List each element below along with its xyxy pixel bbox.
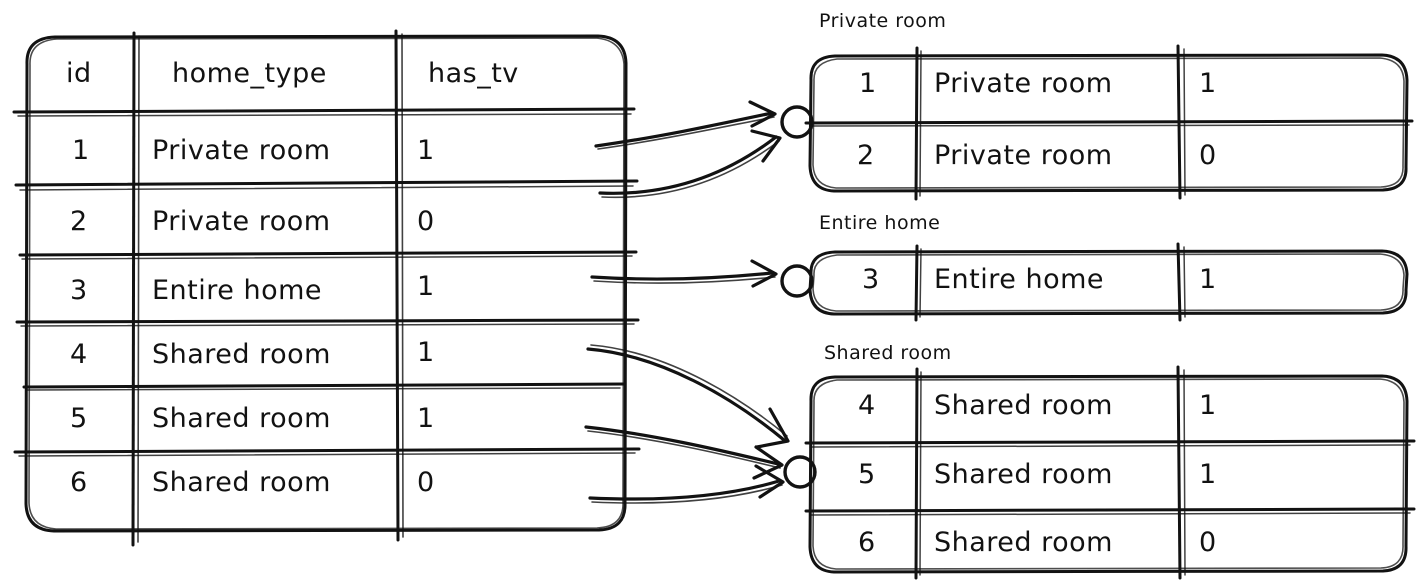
source-header-home-type: home_type <box>172 58 327 89</box>
group-cell-has-tv: 1 <box>1199 459 1217 490</box>
group-table-entire-home-outline <box>808 242 1409 322</box>
arrow-row2-to-private-room <box>598 129 782 199</box>
group-cell-home-type: Shared room <box>934 527 1113 558</box>
source-cell-home-type: Private room <box>152 135 331 166</box>
arrow-row5-to-shared-room <box>584 425 784 480</box>
group-cell-has-tv: 1 <box>1199 264 1217 295</box>
arrow-row4-to-shared-room <box>586 344 790 449</box>
arrow-row6-to-shared-room <box>588 464 785 504</box>
arrow-row3-to-entire-home <box>590 259 778 288</box>
source-cell-id: 6 <box>70 467 88 498</box>
source-cell-id: 3 <box>70 275 88 306</box>
group-table-private-room-outline <box>804 44 1414 201</box>
group-cell-id: 2 <box>857 140 875 171</box>
group-label-private-room: Private room <box>819 10 947 32</box>
group-cell-has-tv: 0 <box>1199 140 1217 171</box>
source-cell-home-type: Shared room <box>152 467 331 498</box>
group-cell-home-type: Shared room <box>934 390 1113 421</box>
arrow-row1-to-private-room <box>594 100 777 150</box>
source-cell-home-type: Shared room <box>152 339 331 370</box>
group-table-shared-room-outline <box>804 365 1416 580</box>
group-cell-has-tv: 1 <box>1199 390 1217 421</box>
connector-circle-shared-room <box>783 455 817 489</box>
source-cell-has-tv: 1 <box>417 271 435 302</box>
group-cell-home-type: Entire home <box>934 264 1105 295</box>
connector-arrows <box>584 100 790 504</box>
source-cell-id: 4 <box>70 339 88 370</box>
source-table-column-rules <box>131 29 404 547</box>
group-cell-home-type: Private room <box>934 140 1113 171</box>
group-cell-id: 4 <box>858 390 876 421</box>
source-cell-has-tv: 1 <box>417 135 435 166</box>
group-cell-id: 5 <box>858 459 876 490</box>
group-cell-home-type: Shared room <box>934 459 1113 490</box>
source-cell-home-type: Private room <box>152 206 331 237</box>
source-cell-has-tv: 1 <box>417 337 435 368</box>
group-cell-id: 3 <box>862 264 880 295</box>
connector-circle-private-room <box>780 105 814 139</box>
group-cell-id: 1 <box>859 68 877 99</box>
source-cell-has-tv: 1 <box>417 403 435 434</box>
source-table-outline <box>24 34 628 533</box>
group-label-entire-home: Entire home <box>819 212 941 234</box>
connector-circle-entire-home <box>780 264 814 298</box>
source-cell-home-type: Entire home <box>152 275 323 306</box>
source-header-id: id <box>66 58 92 89</box>
connector-endpoint-circles <box>780 105 817 489</box>
group-cell-has-tv: 0 <box>1199 527 1217 558</box>
source-cell-id: 2 <box>70 206 88 237</box>
source-cell-id: 1 <box>72 135 90 166</box>
source-table-row-rules <box>12 107 641 457</box>
source-header-has-tv: has_tv <box>428 58 519 89</box>
group-cell-id: 6 <box>858 527 876 558</box>
group-cell-home-type: Private room <box>934 68 1113 99</box>
source-cell-has-tv: 0 <box>417 206 435 237</box>
group-cell-has-tv: 1 <box>1199 68 1217 99</box>
source-cell-home-type: Shared room <box>152 403 331 434</box>
source-cell-id: 5 <box>70 403 88 434</box>
source-cell-has-tv: 0 <box>417 467 435 498</box>
group-label-shared-room: Shared room <box>824 342 952 364</box>
